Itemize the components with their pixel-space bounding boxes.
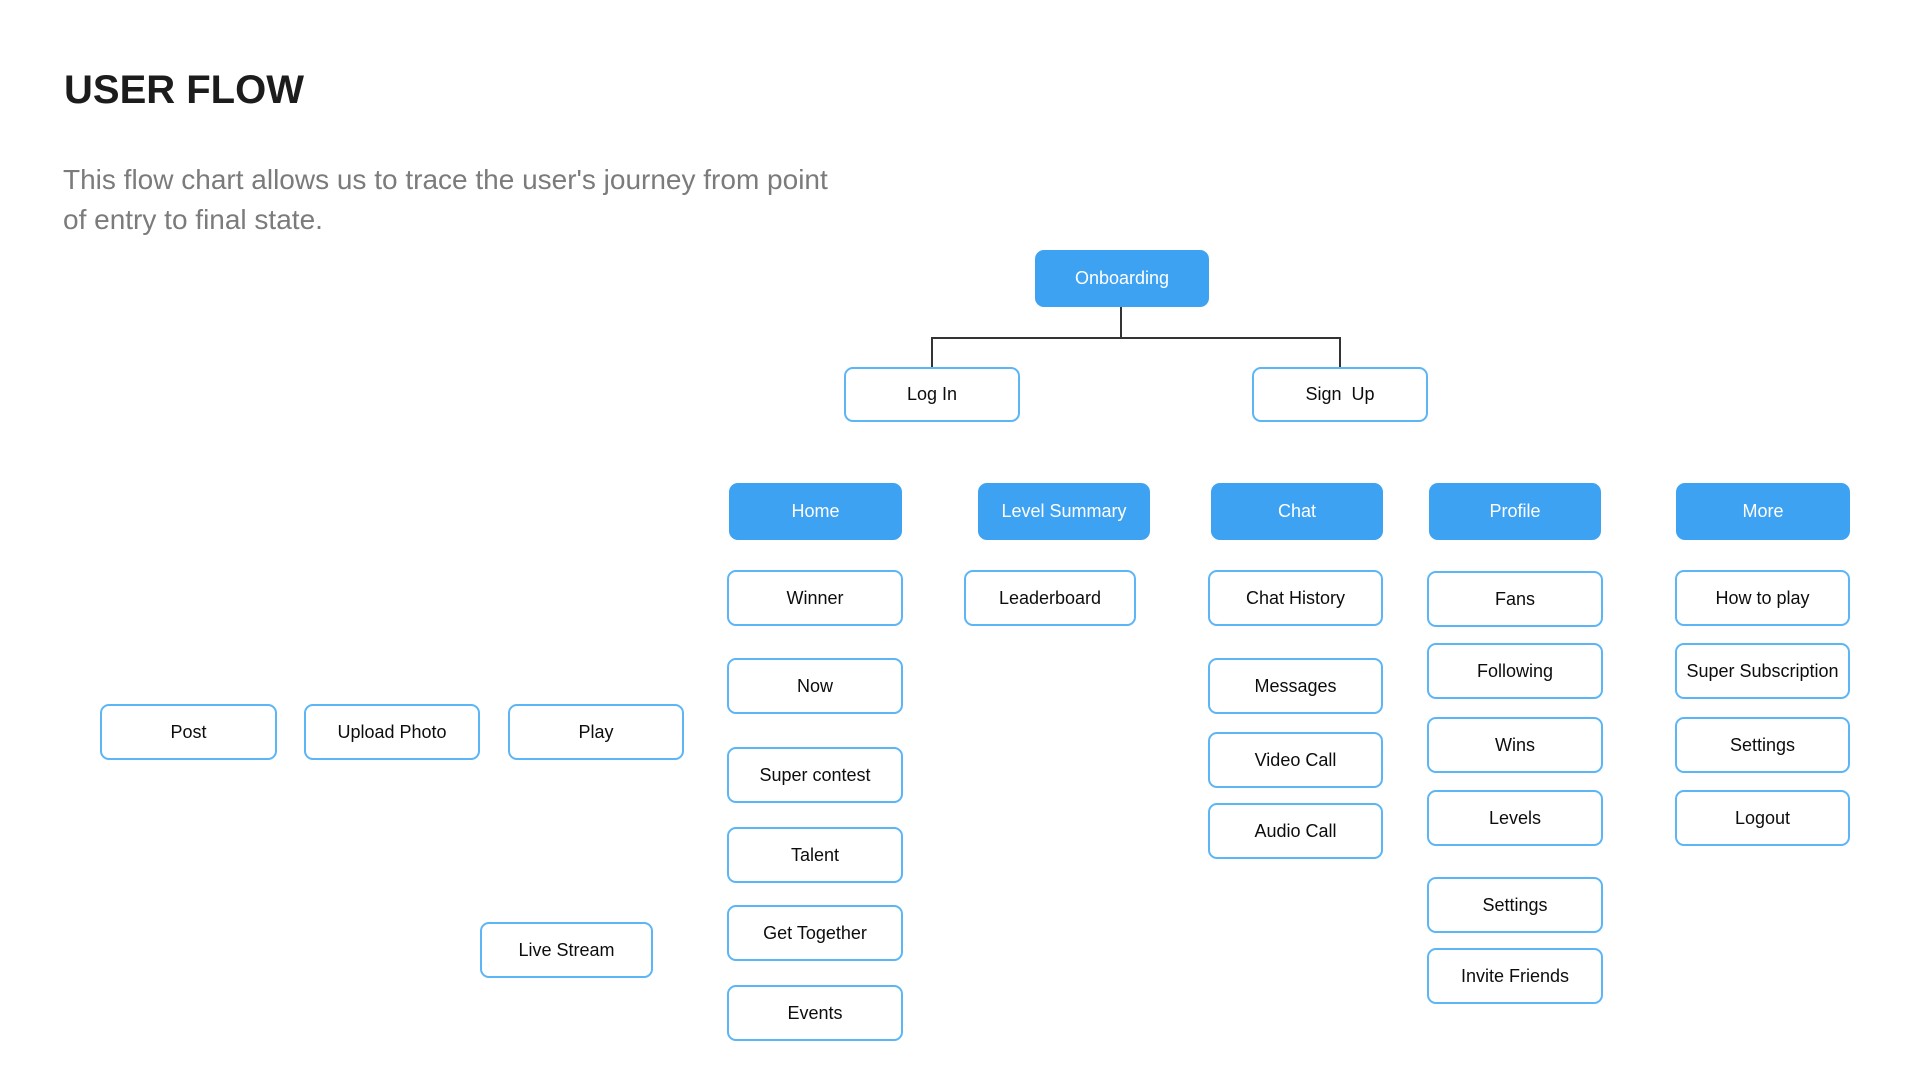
node-now[interactable]: Now [727, 658, 903, 714]
node-events[interactable]: Events [727, 985, 903, 1041]
node-chat-history[interactable]: Chat History [1208, 570, 1383, 626]
page-subtitle-line2: of entry to final state. [63, 204, 323, 235]
node-header-profile[interactable]: Profile [1429, 483, 1601, 540]
node-how-to-play[interactable]: How to play [1675, 570, 1850, 626]
page-subtitle-line1: This flow chart allows us to trace the u… [63, 164, 828, 195]
connector-signup-drop [1339, 338, 1341, 367]
node-settings-more[interactable]: Settings [1675, 717, 1850, 773]
node-onboarding[interactable]: Onboarding [1035, 250, 1209, 307]
page-subtitle: This flow chart allows us to trace the u… [63, 160, 828, 240]
node-video-call[interactable]: Video Call [1208, 732, 1383, 788]
node-talent[interactable]: Talent [727, 827, 903, 883]
node-sign-up[interactable]: Sign Up [1252, 367, 1428, 422]
node-header-home[interactable]: Home [729, 483, 902, 540]
node-wins[interactable]: Wins [1427, 717, 1603, 773]
connector-onboarding-stem [1120, 307, 1122, 338]
node-live-stream[interactable]: Live Stream [480, 922, 653, 978]
node-messages[interactable]: Messages [1208, 658, 1383, 714]
node-levels[interactable]: Levels [1427, 790, 1603, 846]
connector-horizontal-bar [931, 337, 1341, 339]
node-super-subscription[interactable]: Super Subscription [1675, 643, 1850, 699]
node-settings-profile[interactable]: Settings [1427, 877, 1603, 933]
node-play[interactable]: Play [508, 704, 684, 760]
node-header-level-summary[interactable]: Level Summary [978, 483, 1150, 540]
node-invite-friends[interactable]: Invite Friends [1427, 948, 1603, 1004]
node-winner[interactable]: Winner [727, 570, 903, 626]
node-get-together[interactable]: Get Together [727, 905, 903, 961]
node-upload-photo[interactable]: Upload Photo [304, 704, 480, 760]
node-post[interactable]: Post [100, 704, 277, 760]
node-fans[interactable]: Fans [1427, 571, 1603, 627]
node-header-more[interactable]: More [1676, 483, 1850, 540]
node-following[interactable]: Following [1427, 643, 1603, 699]
node-super-contest[interactable]: Super contest [727, 747, 903, 803]
connector-login-drop [931, 338, 933, 367]
node-header-chat[interactable]: Chat [1211, 483, 1383, 540]
page-title: USER FLOW [64, 68, 304, 112]
node-audio-call[interactable]: Audio Call [1208, 803, 1383, 859]
node-logout[interactable]: Logout [1675, 790, 1850, 846]
node-log-in[interactable]: Log In [844, 367, 1020, 422]
node-leaderboard[interactable]: Leaderboard [964, 570, 1136, 626]
